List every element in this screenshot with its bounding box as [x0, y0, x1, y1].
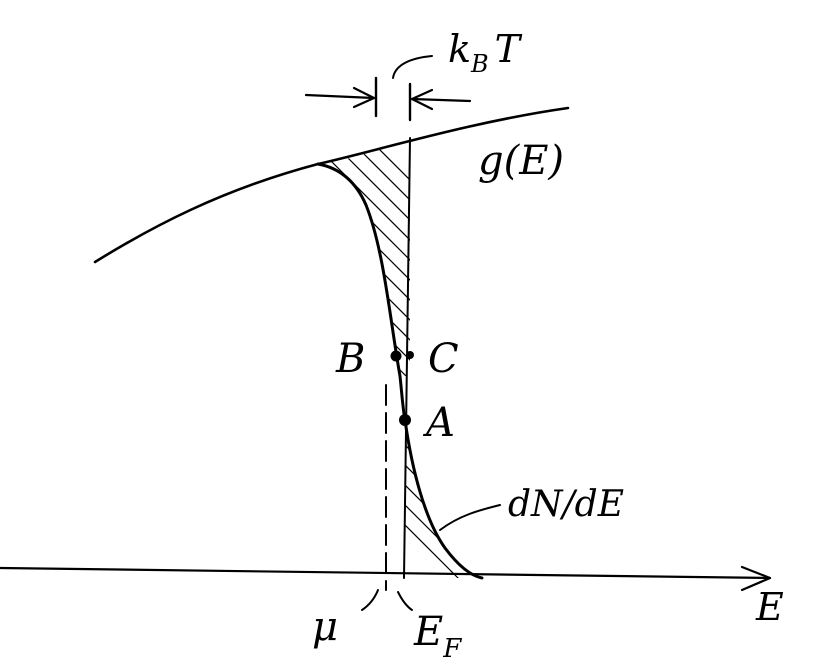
mu-label: μ: [312, 604, 338, 650]
point-c-label: C: [428, 336, 459, 382]
point-a-dot: [399, 414, 411, 426]
dnde-leader-line: [439, 504, 501, 531]
kbt-left-arrow: [304, 93, 376, 100]
g-of-e-label: g(E): [478, 138, 564, 184]
ef-leader-line: [397, 591, 413, 611]
energy-axis-arrowhead: [740, 565, 772, 592]
dn-de-curve: [316, 162, 484, 580]
kbt-right-arrowhead: [410, 88, 434, 111]
dn-de-label: dN/dE: [508, 484, 624, 525]
ef-label: EF: [413, 609, 462, 664]
density-of-states-curve: [93, 106, 570, 264]
point-b-dot: [390, 350, 402, 362]
point-c-dot: [406, 351, 414, 359]
point-a-label: A: [422, 400, 455, 446]
kbt-left-arrowhead: [352, 86, 376, 109]
kbt-right-arrow: [410, 97, 472, 103]
e-axis-label: E: [755, 585, 784, 629]
point-b-label: B: [335, 336, 365, 382]
kbt-leader-line: [392, 55, 433, 79]
fermi-energy-line: [403, 137, 411, 579]
mu-leader-line: [361, 589, 379, 611]
